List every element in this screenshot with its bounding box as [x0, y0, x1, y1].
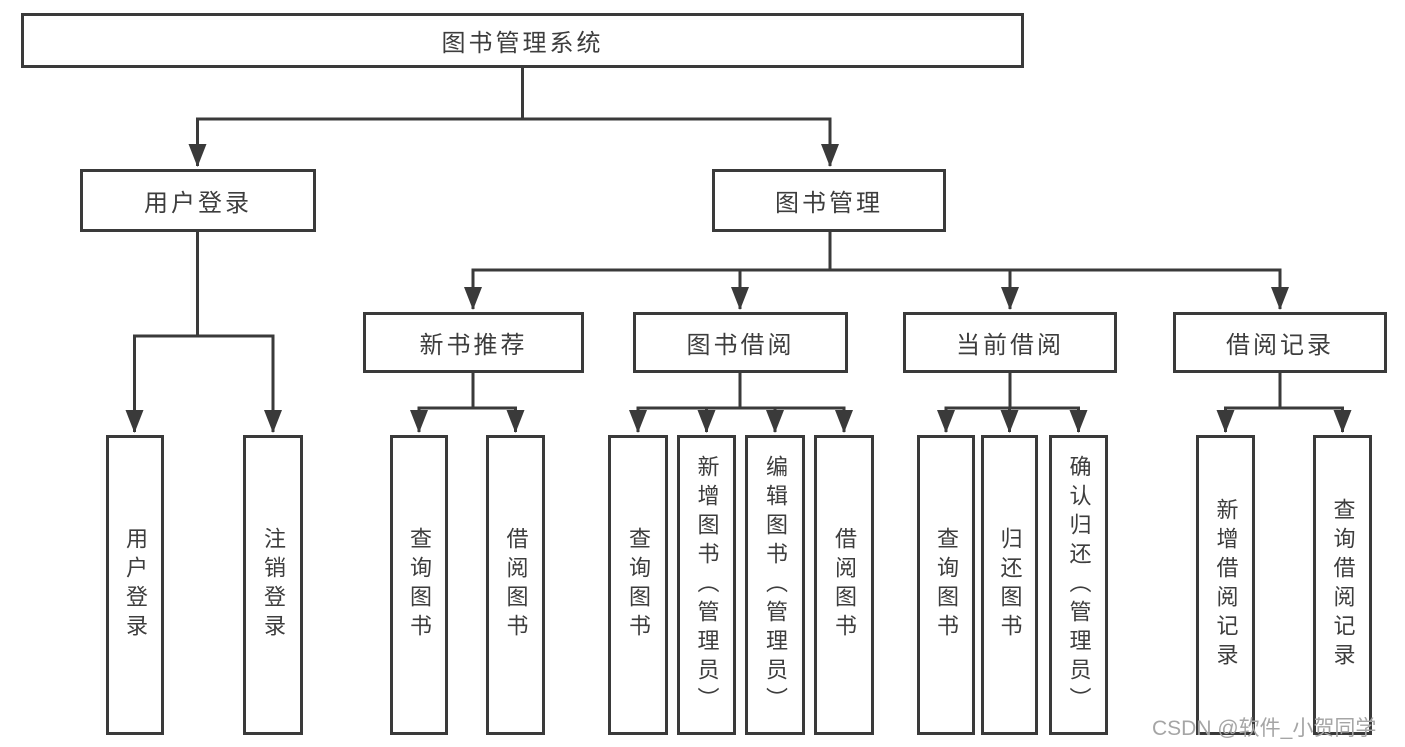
leaf-newbook-borrow: 借阅图书: [486, 435, 545, 735]
node-user-login: 用户登录: [80, 169, 316, 232]
leaf-current-query: 查询图书: [917, 435, 975, 735]
connector-user-login-children: [125, 232, 282, 433]
leaf-borrow-query: 查询图书: [608, 435, 668, 735]
leaf-borrow-edit-admin-label: 编辑图书（管理员）: [763, 454, 788, 716]
leaf-borrow-query-label: 查询图书: [626, 527, 651, 643]
connector-book-borrow-children: [629, 373, 853, 433]
node-book-borrow-label: 图书借阅: [686, 332, 795, 359]
leaf-record-query: 查询借阅记录: [1313, 435, 1372, 735]
leaf-record-add-label: 新增借阅记录: [1213, 498, 1239, 672]
leaf-current-confirm-admin-label: 确认归还（管理员）: [1066, 454, 1092, 716]
leaf-borrow-add-admin: 新增图书（管理员）: [677, 435, 736, 735]
leaf-current-query-label: 查询图书: [934, 527, 959, 643]
leaf-borrow-edit-admin: 编辑图书（管理员）: [745, 435, 805, 735]
leaf-record-add: 新增借阅记录: [1196, 435, 1255, 735]
node-book-management-label: 图书管理: [775, 190, 883, 217]
node-new-book-recommend-label: 新书推荐: [419, 332, 528, 359]
leaf-borrow-add-admin-label: 新增图书（管理员）: [694, 454, 720, 716]
node-borrow-record-label: 借阅记录: [1226, 332, 1334, 359]
leaf-borrow-book-label: 借阅图书: [832, 527, 857, 643]
node-book-borrow: 图书借阅: [633, 312, 848, 373]
leaf-logout: 注销登录: [243, 435, 303, 735]
node-borrow-record: 借阅记录: [1173, 312, 1387, 373]
csdn-watermark: CSDN @软件_小贺同学: [1152, 717, 1377, 740]
node-book-management: 图书管理: [712, 169, 946, 232]
connector-book-management-sections: [464, 232, 1289, 310]
node-system-root-label: 图书管理系统: [441, 30, 604, 57]
node-user-login-label: 用户登录: [144, 190, 252, 217]
node-system-root: 图书管理系统: [21, 13, 1024, 68]
leaf-newbook-query: 查询图书: [390, 435, 448, 735]
leaf-current-return: 归还图书: [981, 435, 1038, 735]
leaf-current-return-label: 归还图书: [997, 527, 1023, 643]
connector-borrow-record-children: [1216, 373, 1352, 433]
leaf-newbook-borrow-label: 借阅图书: [503, 527, 529, 643]
leaf-newbook-query-label: 查询图书: [407, 527, 432, 643]
leaf-record-query-label: 查询借阅记录: [1330, 498, 1356, 672]
connector-root-to-level1: [188, 68, 839, 167]
leaf-user-login-label: 用户登录: [123, 527, 148, 643]
leaf-user-login: 用户登录: [106, 435, 164, 735]
connector-current-borrow-children: [937, 373, 1088, 433]
leaf-borrow-book: 借阅图书: [814, 435, 874, 735]
leaf-logout-label: 注销登录: [261, 527, 286, 643]
leaf-current-confirm-admin: 确认归还（管理员）: [1049, 435, 1108, 735]
node-current-borrow: 当前借阅: [903, 312, 1117, 373]
node-new-book-recommend: 新书推荐: [363, 312, 584, 373]
node-current-borrow-label: 当前借阅: [956, 332, 1064, 359]
connector-new-book-children: [410, 373, 525, 433]
